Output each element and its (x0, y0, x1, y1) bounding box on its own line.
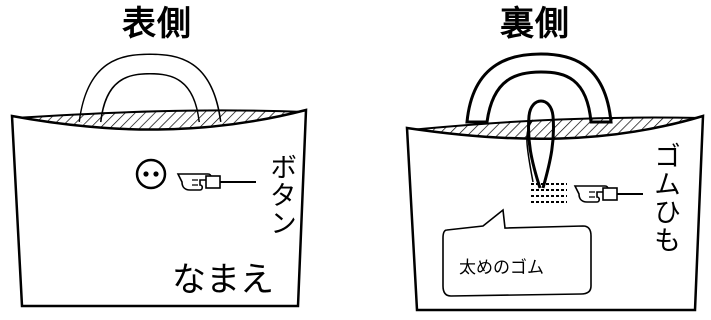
front-bag-illustration (10, 53, 308, 308)
hand-pointer-icon (573, 185, 643, 203)
bag-handle (465, 52, 613, 124)
bag-body (10, 108, 308, 308)
callout-text: 太めのゴム (459, 258, 544, 278)
cord-label: ゴムひも (649, 142, 680, 254)
front-title: 表側 (122, 4, 192, 44)
back-panel: 裏側 ゴムひも 太めのゴム (355, 0, 711, 320)
button-label: ボタン (265, 153, 296, 237)
hand-pointer-icon (176, 173, 256, 191)
callout-bubble (442, 208, 592, 297)
name-label: なまえ (172, 260, 274, 300)
button-icon (135, 158, 167, 190)
front-panel: 表側 ボタン なまえ (0, 0, 355, 320)
bag-handle (78, 53, 222, 123)
back-title: 裏側 (500, 4, 570, 44)
elastic-loop-icon (526, 99, 567, 203)
back-bag-illustration (405, 52, 705, 312)
